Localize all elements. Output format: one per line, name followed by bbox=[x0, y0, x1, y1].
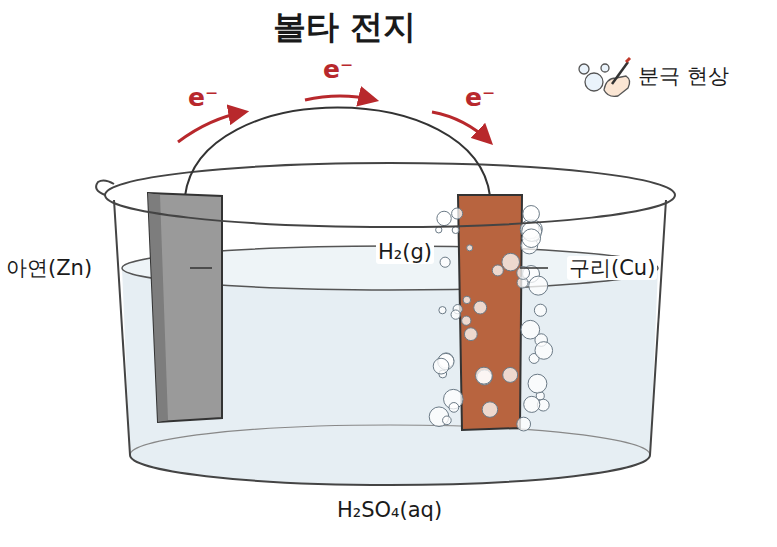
beaker-bottom bbox=[130, 455, 650, 485]
electrode-label: 아연(Zn) bbox=[6, 256, 92, 280]
zinc-electrode bbox=[148, 193, 222, 422]
gas-label: H₂(g) bbox=[376, 240, 434, 264]
hydrogen-bubble bbox=[436, 227, 442, 233]
hydrogen-bubble bbox=[451, 310, 460, 319]
hydrogen-bubble bbox=[529, 276, 548, 295]
hydrogen-bubble bbox=[517, 417, 531, 431]
beaker-spout bbox=[96, 180, 114, 195]
hydrogen-bubble bbox=[462, 316, 471, 325]
note-label: 분극 현상 bbox=[638, 64, 729, 88]
solution-label: H₂SO₄(aq) bbox=[337, 498, 442, 522]
hydrogen-bubble bbox=[440, 257, 450, 267]
beaker-bottom-back bbox=[130, 425, 650, 455]
hydrogen-bubble bbox=[433, 358, 449, 374]
hydrogen-bubble bbox=[524, 396, 540, 412]
hydrogen-bubble bbox=[523, 206, 540, 223]
beaker-right-wall bbox=[650, 200, 666, 455]
hydrogen-bubbles bbox=[429, 206, 552, 431]
liquid-line-marks bbox=[190, 267, 548, 269]
hydrogen-bubble bbox=[474, 301, 487, 314]
electron-arrow bbox=[305, 96, 375, 100]
hydrogen-bubble bbox=[464, 328, 477, 341]
hydrogen-bubble bbox=[437, 211, 451, 225]
electron-label: e⁻ bbox=[188, 84, 218, 113]
diagram-title: 볼타 전지 bbox=[273, 8, 417, 46]
electron-label: e⁻ bbox=[465, 84, 495, 113]
hydrogen-bubble bbox=[503, 367, 518, 382]
electron-arrow bbox=[178, 112, 245, 142]
hydrogen-bubble bbox=[522, 229, 541, 248]
electrode-label: 구리(Cu) bbox=[567, 256, 657, 280]
hydrogen-bubble bbox=[535, 342, 553, 360]
hydrogen-bubble bbox=[463, 296, 471, 304]
electron-arrow bbox=[432, 112, 490, 142]
hydrogen-bubble bbox=[521, 320, 540, 339]
hydrogen-bubble bbox=[492, 265, 503, 276]
hydrogen-bubble bbox=[439, 307, 446, 314]
electron-label: e⁻ bbox=[323, 56, 353, 85]
hydrogen-bubble bbox=[482, 402, 497, 417]
hydrogen-bubble bbox=[452, 227, 459, 234]
polarization-icon bbox=[579, 58, 630, 96]
zinc-edge bbox=[148, 193, 168, 422]
hydrogen-bubble bbox=[449, 403, 459, 413]
hydrogen-bubble bbox=[443, 416, 452, 425]
connecting-wire bbox=[185, 108, 490, 197]
beaker-back-rim bbox=[105, 163, 675, 195]
copper-electrode bbox=[458, 195, 522, 430]
hydrogen-bubble bbox=[534, 304, 546, 316]
hydrogen-bubble bbox=[475, 367, 492, 384]
hydrogen-bubble bbox=[502, 253, 520, 271]
hydrogen-bubble bbox=[467, 245, 473, 251]
beaker-front-rim bbox=[105, 195, 675, 227]
hydrogen-bubble bbox=[528, 374, 547, 393]
beaker-left-wall bbox=[114, 200, 130, 455]
hydrogen-bubble bbox=[452, 208, 463, 219]
